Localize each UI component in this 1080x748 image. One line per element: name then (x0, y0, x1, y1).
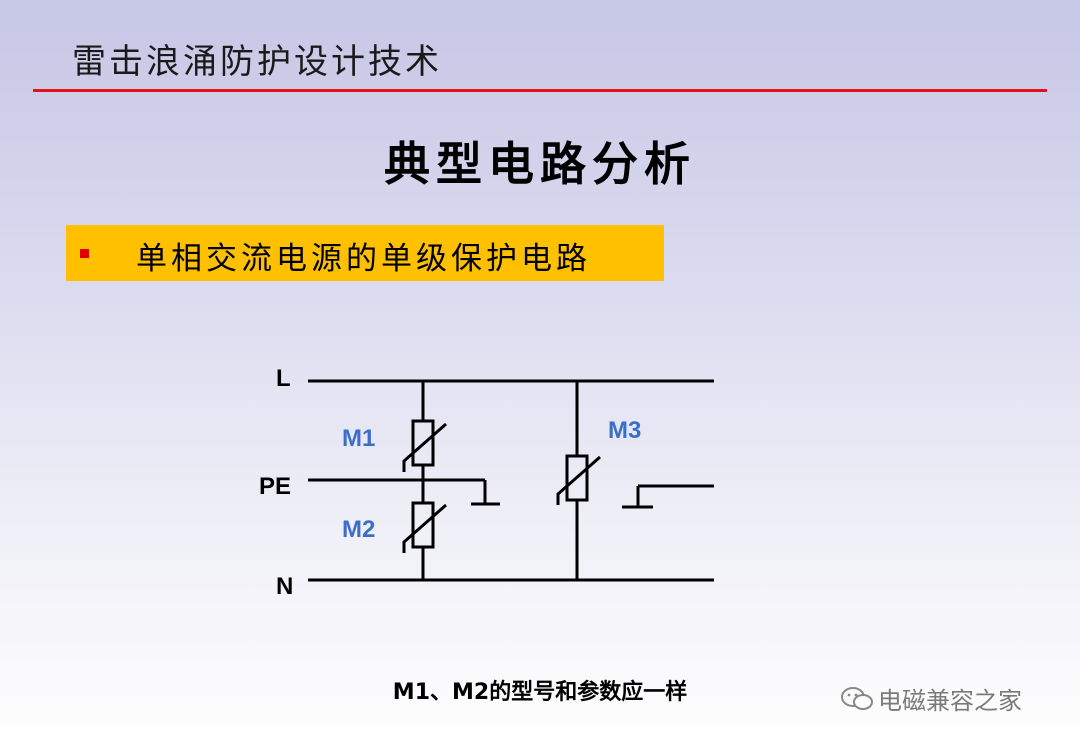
m1-varistor-slash (402, 422, 447, 472)
label-M1: M1 (342, 425, 375, 452)
header-divider (33, 89, 1047, 92)
label-PE: PE (259, 473, 291, 500)
label-M2: M2 (342, 516, 375, 543)
label-L: L (276, 365, 291, 392)
label-M3: M3 (608, 417, 641, 444)
bullet-text: 单相交流电源的单级保护电路 (136, 241, 591, 277)
caption: M1、M2的型号和参数应一样 (392, 680, 688, 705)
page-title: 典型电路分析 (384, 137, 696, 191)
m3-varistor-slash (556, 455, 601, 505)
bullet-box: 单相交流电源的单级保护电路 (66, 225, 664, 281)
m2-varistor-slash (402, 503, 447, 553)
header-title: 雷击浪涌防护设计技术 (72, 42, 442, 82)
wechat-icon (841, 687, 873, 710)
bullet-marker-icon (80, 249, 89, 258)
watermark-text: 电磁兼容之家 (878, 687, 1022, 715)
label-N: N (276, 573, 293, 600)
watermark: 电磁兼容之家 (840, 681, 1022, 716)
